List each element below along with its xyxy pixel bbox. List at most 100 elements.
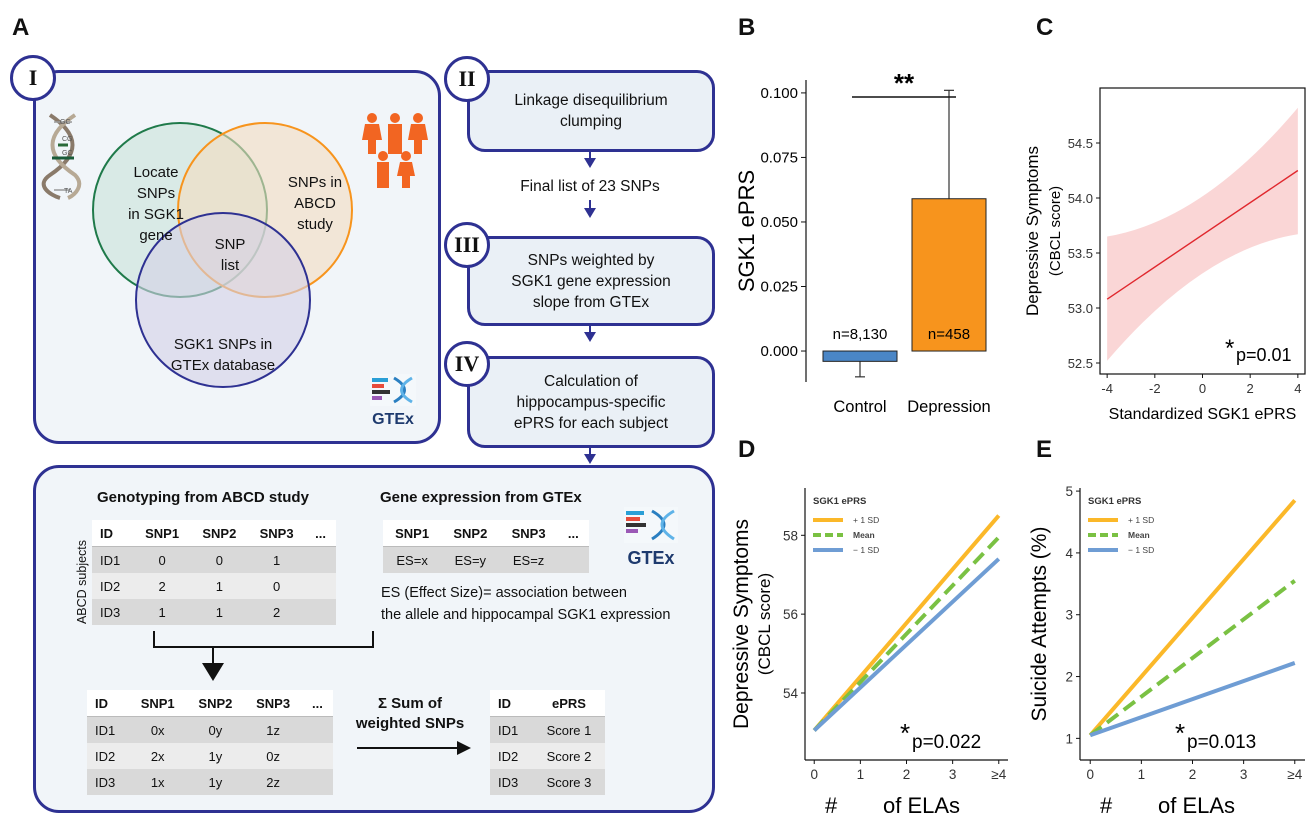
table-row: ID1 0 0 1 [92, 546, 336, 573]
eprs-score-table: ID ePRS ID1 Score 1 ID2 Score 2 ID3 Scor… [490, 690, 605, 795]
y-tick-label: 0.100 [760, 85, 798, 102]
genotyping-title: Genotyping from ABCD study [97, 489, 309, 506]
x-tick-label: Depression [907, 398, 990, 416]
table-cell: ID1 [87, 716, 129, 743]
step-text: Linkage disequilibrium [514, 92, 668, 109]
table-row: ID1 0x 0y 1z [87, 716, 333, 743]
gtex-logo-graphic [624, 507, 678, 543]
table-header: ... [301, 690, 333, 717]
table-row: ID2 2 1 0 [92, 573, 336, 599]
step-text: ePRS for each subject [513, 414, 669, 432]
panel-label-a: A [12, 14, 30, 41]
step-text: hippocampus-specific [516, 393, 666, 411]
table-cell: 2z [244, 769, 302, 795]
table-header: SNP2 [190, 520, 248, 547]
venn-text: gene [139, 227, 173, 244]
annotation-star: * [900, 718, 910, 748]
panel-label-e: E [1036, 436, 1053, 463]
regression-line [1106, 169, 1299, 300]
table-cell: ID1 [92, 546, 134, 573]
y-tick-label: 53.5 [1068, 246, 1093, 261]
venn-circle-gtex [135, 212, 311, 388]
p-value-annotation: p=0.01 [1236, 345, 1292, 365]
y-tick-label: 54 [783, 686, 799, 701]
legend-label: Mean [853, 530, 875, 540]
x-axis-title: of ELAs [883, 793, 960, 815]
table-header: ePRS [532, 690, 605, 717]
final-list-text: Final list of 23 SNPs [520, 178, 660, 195]
y-tick-label: 54.0 [1068, 191, 1093, 206]
venn-text: in SGK1 [128, 206, 184, 223]
x-axis-hash: # [825, 793, 838, 815]
venn-text: study [297, 216, 333, 233]
venn-text: list [220, 257, 240, 274]
y-tick-label: 54.5 [1068, 136, 1093, 151]
series-line [812, 557, 1001, 732]
table-header: ID [92, 520, 134, 547]
table-cell: ID3 [490, 769, 533, 795]
gtex-logo-graphic [370, 374, 416, 406]
venn-text: GTEx database [170, 357, 276, 374]
table-header: ID [490, 690, 533, 717]
table-cell: Score 1 [532, 716, 605, 743]
table-cell: 0 [247, 573, 306, 599]
table-cell: 0 [133, 546, 191, 573]
table-cell: 1z [244, 716, 302, 743]
table-cell: 1y [186, 743, 245, 769]
x-tick-label: 2 [903, 767, 911, 782]
table-cell: 0z [244, 743, 302, 769]
table-cell: ID2 [92, 573, 134, 599]
table-header: ... [305, 520, 336, 547]
table-cell: 2x [128, 743, 187, 769]
dna-helix-icon: GC CG GC TA [41, 113, 82, 200]
y-tick-label: 0.075 [760, 149, 798, 166]
table-row: ID3 1x 1y 2z [87, 769, 333, 795]
bar [911, 198, 987, 352]
table-cell: 1 [190, 573, 248, 599]
step-text: SGK1 gene expression [511, 272, 671, 290]
table-cell: 0x [128, 716, 187, 743]
y-tick-label: 58 [783, 528, 798, 543]
table-cell [301, 743, 333, 769]
table-header: ... [557, 520, 589, 547]
dna-letter: TA [64, 188, 73, 195]
x-tick-label: 1 [1138, 767, 1146, 782]
flow-arrow [584, 454, 596, 464]
series-line [1088, 499, 1297, 737]
table-row: ES=x ES=y ES=z [383, 546, 589, 573]
bar [822, 350, 898, 362]
x-tick-label: 3 [1240, 767, 1248, 782]
merge-connector [153, 631, 374, 681]
table-cell: 0y [186, 716, 245, 743]
table-row: ID3 1 1 2 [92, 599, 336, 625]
y-axis-title: Suicide Attempts (%) [1028, 527, 1051, 722]
table-row: ID3 Score 3 [490, 769, 605, 795]
table-cell: ID1 [490, 716, 533, 743]
y-tick-label: 2 [1065, 670, 1073, 685]
roman-numeral-ii: II [444, 56, 490, 102]
genotype-table: ID SNP1 SNP2 SNP3 ... ID1 0 0 1 ID2 2 1 … [92, 520, 336, 625]
venn-diagram [92, 122, 353, 388]
x-tick-label: 2 [1247, 381, 1254, 396]
panel-label-b: B [738, 14, 756, 41]
sum-arrow [357, 741, 471, 755]
table-cell: 1x [128, 769, 187, 795]
table-cell [305, 573, 336, 599]
table-row: ID2 2x 1y 0z [87, 743, 333, 769]
venn-label-sgk1-gene: Locate SNPs in SGK1 gene [106, 162, 206, 246]
table-header: ID [87, 690, 129, 717]
y-axis-subtitle: (CBCL score) [755, 573, 774, 675]
x-tick-label: 1 [857, 767, 865, 782]
table-cell: Score 2 [532, 743, 605, 769]
dna-letter: GC [62, 150, 73, 157]
x-tick-label: -4 [1101, 381, 1113, 396]
effect-size-table: SNP1 SNP2 SNP3 ... ES=x ES=y ES=z [383, 520, 589, 573]
sum-text: weighted SNPs [355, 715, 465, 732]
sum-text: Σ Sum of [378, 695, 442, 712]
significance-marker: ** [894, 68, 915, 98]
y-tick-label: 0.050 [760, 214, 798, 231]
legend-label: + 1 SD [1128, 515, 1154, 525]
flow-arrow [584, 158, 596, 168]
